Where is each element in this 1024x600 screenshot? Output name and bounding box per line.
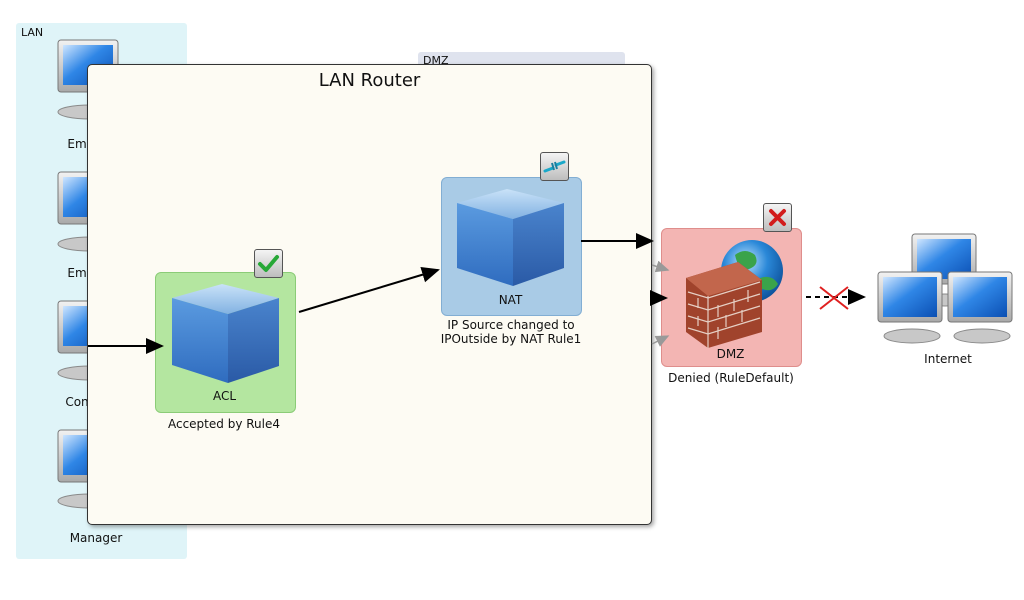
computer-label: Em: [67, 137, 87, 151]
acl-cube-icon: [172, 284, 279, 383]
acl-caption: Accepted by Rule4: [167, 417, 280, 431]
checkmark-badge[interactable]: [254, 249, 283, 278]
dmz-node-label: DMZ: [716, 347, 745, 361]
internet-computers-icon[interactable]: [877, 233, 1013, 344]
internet-label: Internet: [924, 352, 972, 366]
nat-caption-line2: IPOutside by NAT Rule1: [440, 332, 582, 346]
lan-zone-label: LAN: [21, 26, 44, 39]
connector-icon: [543, 160, 566, 173]
computer-label: Manager: [69, 531, 123, 545]
blocked-x-icon: [819, 286, 849, 310]
computer-label: Em: [67, 266, 87, 280]
dmz-zone-label: DMZ: [423, 54, 449, 67]
nat-node-label: NAT: [498, 293, 523, 307]
computer-label: Con: [65, 395, 89, 409]
connector-badge[interactable]: [540, 152, 569, 181]
arrow-acl-to-nat: [298, 266, 440, 313]
acl-node-label: ACL: [212, 389, 237, 403]
checkmark-icon: [258, 255, 279, 272]
red-x-badge[interactable]: [763, 203, 792, 232]
arrow-faded: [651, 260, 670, 273]
dmz-caption: Denied (RuleDefault): [668, 371, 794, 385]
arrow-faded: [651, 335, 670, 347]
firewall-icon: [686, 240, 783, 348]
red-x-icon: [769, 209, 786, 226]
nat-caption-line1: IP Source changed to: [447, 318, 575, 332]
nat-cube-icon: [457, 189, 564, 286]
router-title: LAN Router: [318, 70, 421, 91]
